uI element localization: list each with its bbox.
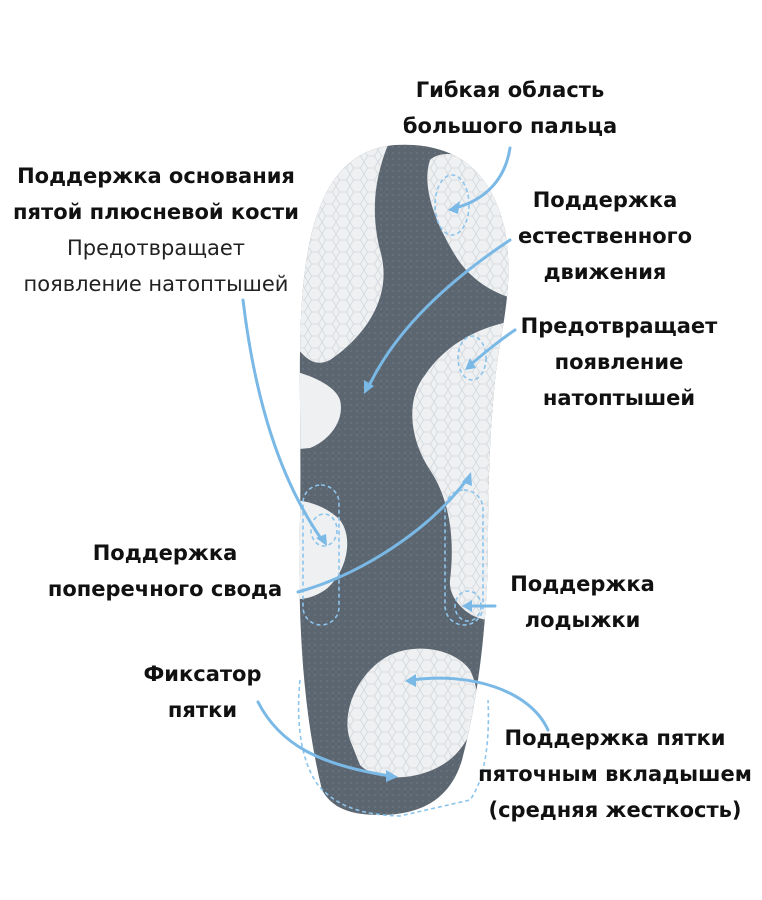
label-ankle-line-2: лодыжки bbox=[524, 608, 641, 632]
zone-calluses bbox=[457, 335, 487, 381]
label-metatarsal: Поддержка основания пятой плюсневой кост… bbox=[0, 158, 312, 302]
arrow-metatarsal bbox=[241, 298, 324, 542]
label-natural-motion-line-2: естественного bbox=[517, 224, 693, 248]
label-big-toe-line-1: Гибкая область bbox=[415, 78, 605, 102]
label-heel-support: Поддержка пятки пяточным вкладышем (сред… bbox=[470, 720, 760, 828]
zone-ankle bbox=[444, 489, 484, 626]
label-metatarsal-line-1: Поддержка основания bbox=[17, 164, 295, 188]
arrow-heel-lock bbox=[256, 700, 392, 778]
arrow-natural-motion bbox=[366, 238, 512, 390]
insole-sole bbox=[299, 144, 509, 815]
label-calluses: Предотвращает появление натоптышей bbox=[508, 308, 730, 416]
label-metatarsal-note-line-1: Предотвращает bbox=[66, 236, 246, 260]
label-big-toe-line-2: большого пальца bbox=[402, 114, 618, 138]
label-heel-lock-line-1: Фиксатор bbox=[143, 662, 262, 686]
zone-heel-lock bbox=[297, 679, 490, 817]
label-natural-motion: Поддержка естественного движения bbox=[505, 182, 705, 290]
arrow-calluses bbox=[468, 328, 517, 367]
label-natural-motion-line-3: движения bbox=[543, 260, 667, 284]
zone-transverse-arch bbox=[302, 484, 340, 626]
arrow-heads bbox=[316, 201, 476, 782]
callout-arrows bbox=[241, 146, 550, 778]
label-transverse-arch-line-2: поперечного свода bbox=[47, 577, 283, 601]
label-heel-support-line-3: (средняя жесткость) bbox=[488, 798, 742, 822]
label-metatarsal-note-line-2: появление натоптышей bbox=[23, 272, 289, 296]
label-ankle-line-1: Поддержка bbox=[510, 572, 655, 596]
label-transverse-arch: Поддержка поперечного свода bbox=[30, 535, 300, 607]
label-calluses-line-3: натоптышей bbox=[542, 386, 696, 410]
label-natural-motion-line-1: Поддержка bbox=[532, 188, 678, 212]
label-calluses-line-2: появление bbox=[554, 350, 684, 374]
label-heel-lock-line-2: пятки bbox=[167, 698, 238, 722]
label-calluses-line-1: Предотвращает bbox=[520, 314, 718, 338]
label-heel-support-line-2: пяточным вкладышем bbox=[478, 762, 752, 786]
arrow-transverse-arch bbox=[296, 476, 470, 594]
zone-big-toe bbox=[434, 174, 470, 236]
label-heel-lock: Фиксатор пятки bbox=[120, 656, 285, 728]
label-transverse-arch-line-1: Поддержка bbox=[92, 541, 238, 565]
label-ankle: Поддержка лодыжки bbox=[495, 566, 670, 638]
label-big-toe: Гибкая область большого пальца bbox=[390, 72, 630, 144]
zone-metatarsal bbox=[310, 513, 338, 547]
label-heel-support-line-1: Поддержка пятки bbox=[504, 726, 726, 750]
label-metatarsal-line-2: пятой плюсневой кости bbox=[13, 200, 299, 224]
arrow-heel-support bbox=[410, 676, 550, 732]
arrow-big-toe bbox=[453, 146, 512, 210]
